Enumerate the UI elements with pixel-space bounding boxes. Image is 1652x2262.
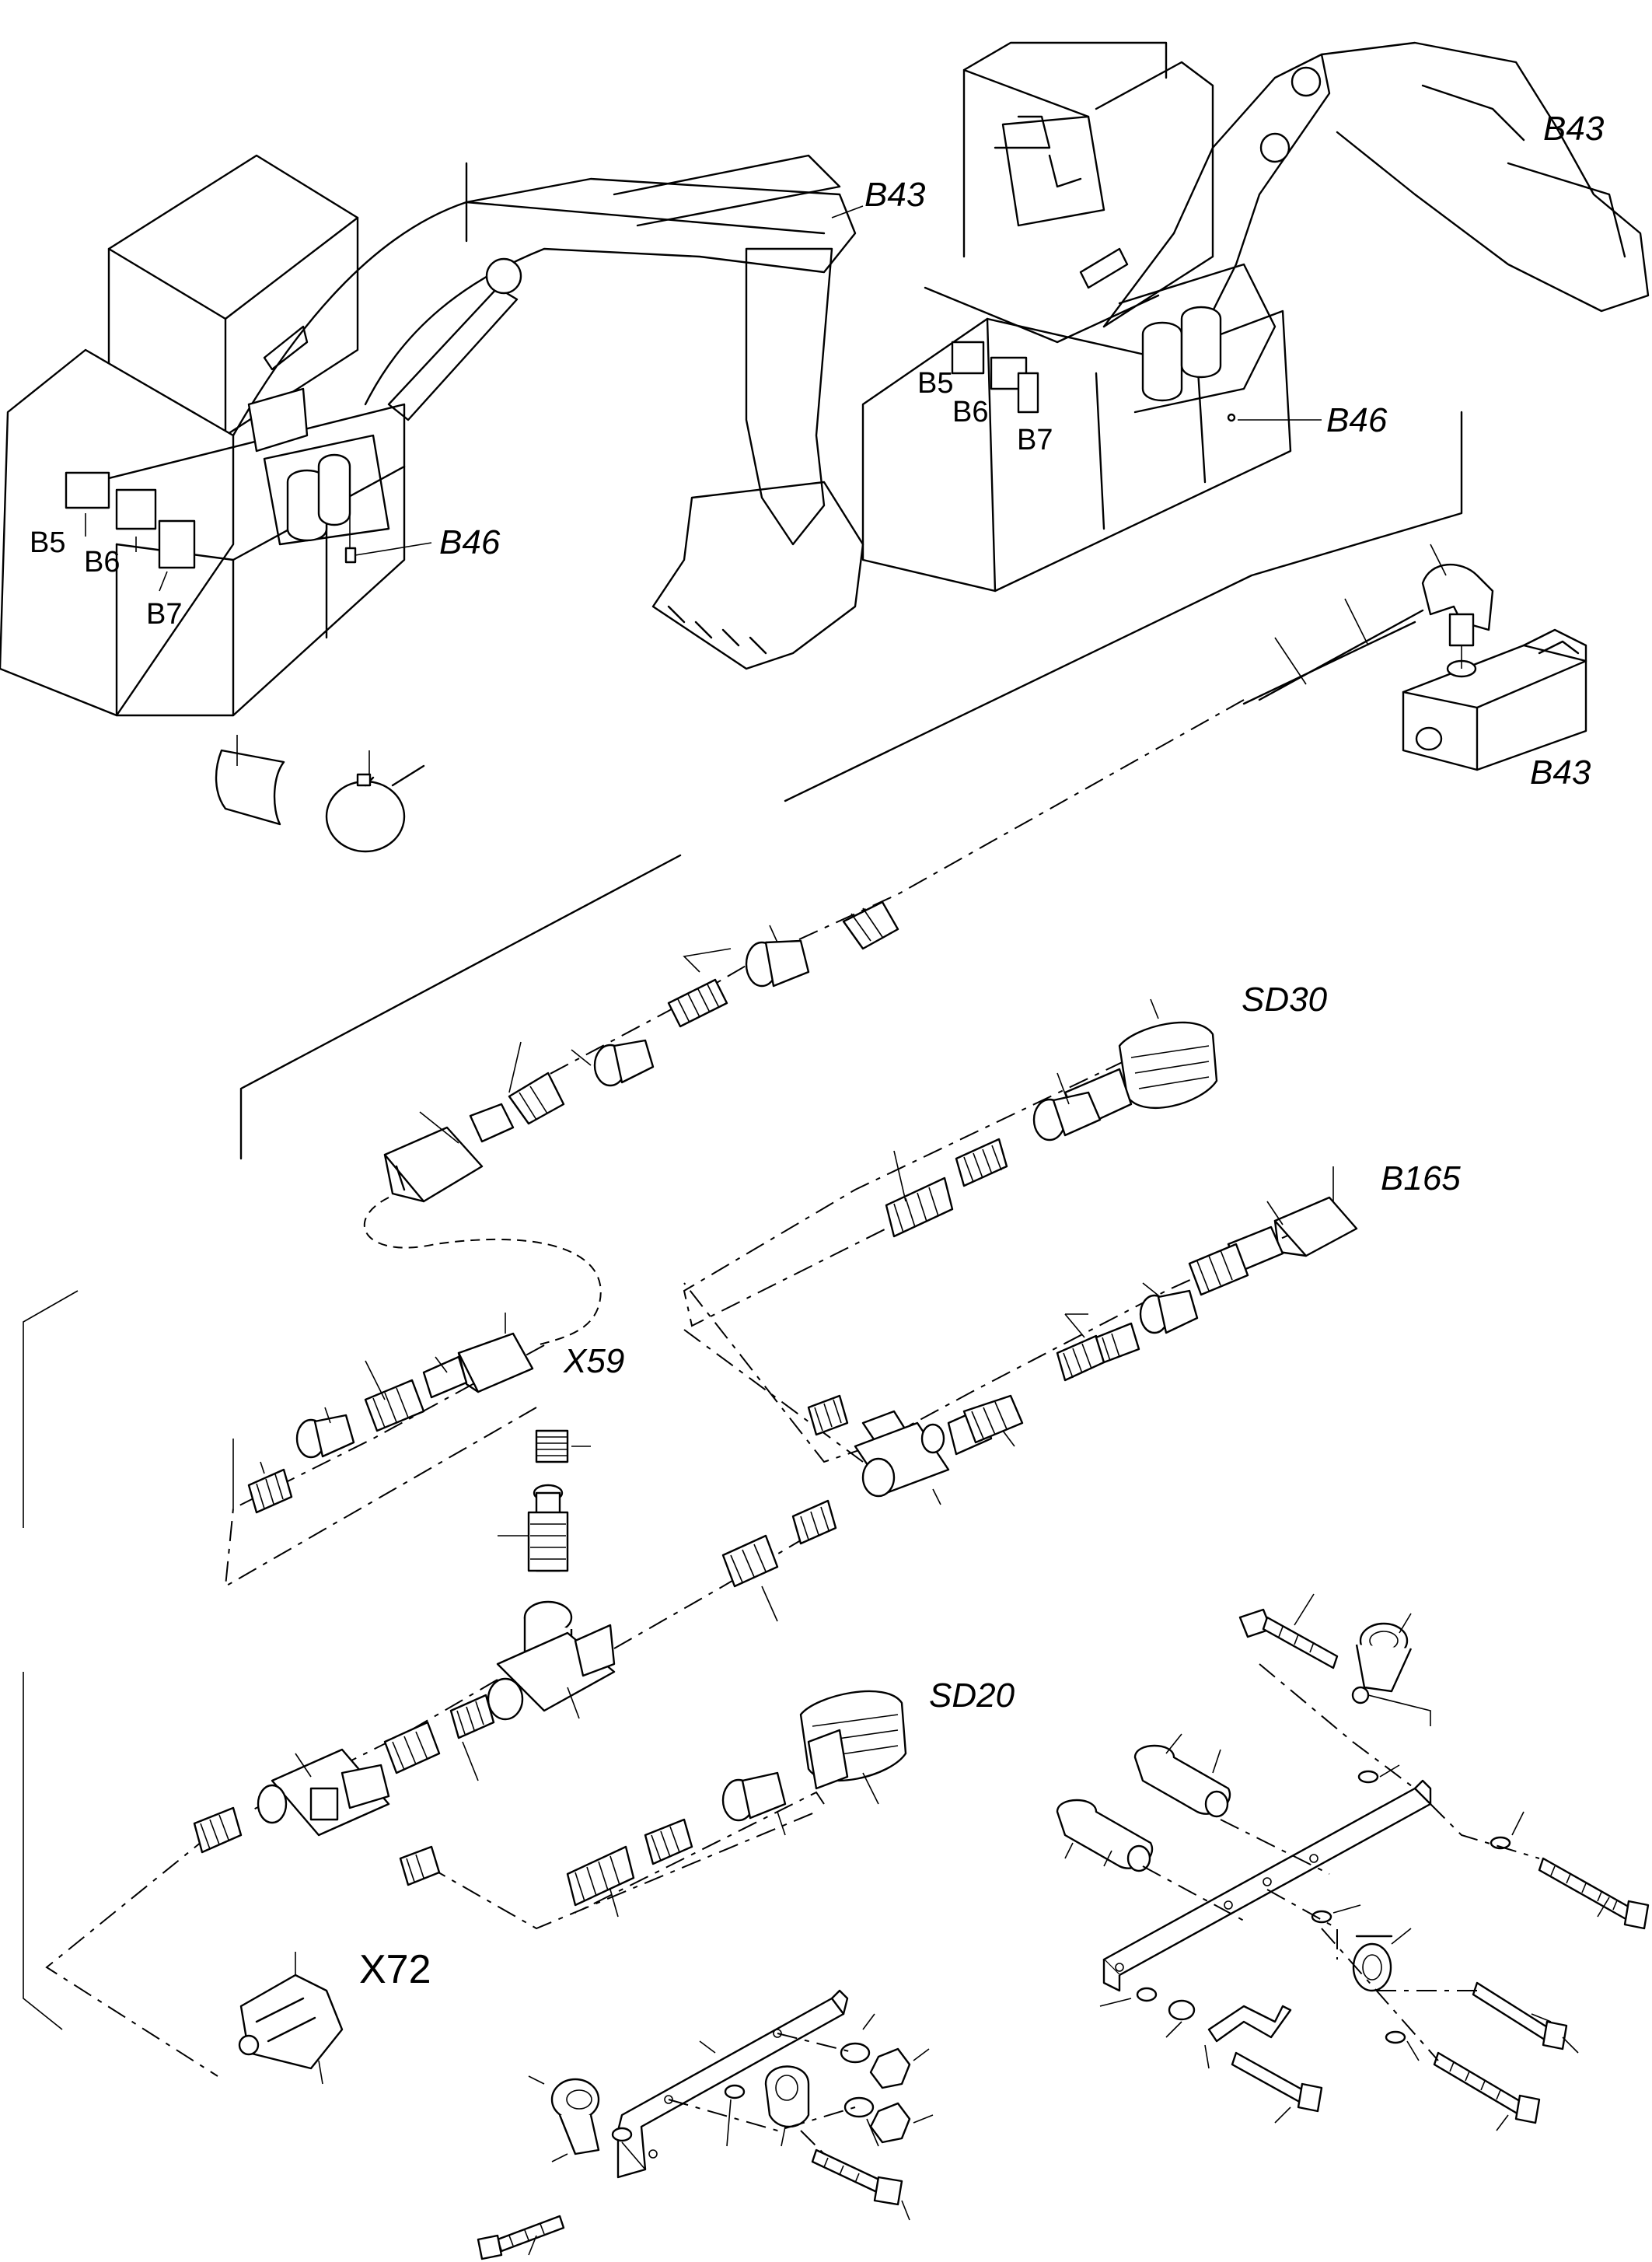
label-b43-sensor: B43 — [1530, 753, 1591, 792]
label-sd20: SD20 — [929, 1676, 1015, 1715]
label-b6-right: B6 — [952, 396, 988, 428]
x72-tee-chain — [45, 1679, 817, 2085]
label-b46-right: B46 — [1326, 401, 1388, 439]
middle-tee-stack — [487, 1429, 837, 1721]
label-sd30: SD30 — [1242, 981, 1328, 1019]
label-b7-right: B7 — [1017, 424, 1053, 456]
label-b43-right-top: B43 — [1543, 110, 1605, 148]
bottom-bracket-assembly — [477, 1989, 934, 2260]
label-b165: B165 — [1381, 1159, 1461, 1197]
label-x72: X72 — [359, 1947, 431, 1992]
right-bracket-assembly — [1056, 1593, 1650, 2131]
label-x59: X59 — [563, 1342, 624, 1380]
right-machine-illustration — [239, 41, 1650, 1160]
label-b7-left: B7 — [146, 598, 182, 631]
label-b5-right: B5 — [917, 367, 953, 400]
left-machine-illustration — [0, 154, 864, 717]
sd30-assembly — [683, 998, 1218, 1327]
b43-sensor-assembly — [1242, 544, 1587, 771]
label-b46-left: B46 — [439, 523, 501, 561]
x59-connector-chain — [224, 1313, 545, 1588]
upper-connector-chain — [363, 699, 1245, 1346]
tape-and-cable-tie — [215, 735, 425, 853]
b165-connector-chain — [683, 1166, 1358, 1505]
label-b6-left: B6 — [84, 546, 120, 579]
label-b43-left: B43 — [864, 176, 926, 214]
label-b5-left: B5 — [30, 526, 65, 559]
frame-lines — [23, 1290, 234, 2030]
sd20-assembly — [566, 1690, 907, 1918]
